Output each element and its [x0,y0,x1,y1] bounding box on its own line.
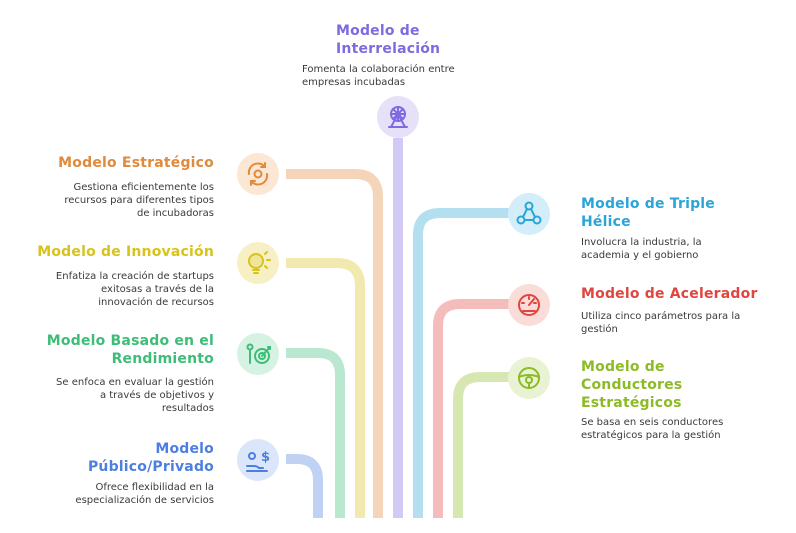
desc-publico: Ofrece flexibilidad en la especializació… [75,481,214,507]
desc-triple-line2: academia y el gobierno [581,250,699,261]
title-estrategico: Modelo Estratégico [58,155,214,171]
title-conductores-line3: Estratégicos [581,395,682,411]
desc-estrategico-line2: recursos para diferentes tipos [64,195,214,206]
gear-cycle-icon [237,153,279,195]
desc-publico-line1: Ofrece flexibilidad en la [95,482,215,493]
desc-innovacion-line2: exitosas a través de la [101,284,214,295]
title-acelerador: Modelo de Acelerador [581,286,758,302]
title-interrelacion-line2: Interrelación [336,41,441,57]
title-triple-line2: Hélice [581,214,631,230]
desc-innovacion: Enfatiza la creación de startups exitosa… [56,270,214,309]
desc-conductores-line2: estratégicos para la gestión [581,430,721,441]
connector-acelerador [433,299,510,518]
desc-triple: Involucra la industria, la academia y el… [581,236,702,262]
desc-conductores-line1: Se basa en seis conductores [581,417,724,428]
connector-triple [413,208,510,518]
connector-conductores [453,372,510,518]
desc-interrelacion-line1: Fomenta la colaboración entre [302,64,455,75]
desc-rendimiento-line1: Se enfoca en evaluar la gestión [56,377,214,388]
lightbulb-icon [237,242,279,284]
connector-estrategico [286,169,383,518]
title-rendimiento-line1: Modelo Basado en el [46,333,214,349]
title-interrelacion-line1: Modelo de [336,23,420,39]
connector-publico [286,454,323,518]
title-conductores: Modelo de Conductores Estratégicos [581,358,682,412]
desc-innovacion-line3: innovación de recursos [98,297,214,308]
svg-text:$: $ [261,450,270,465]
title-triple: Modelo de Triple Hélice [581,195,715,231]
desc-rendimiento-line2: a través de objetivos y [99,390,214,401]
title-triple-line1: Modelo de Triple [581,196,715,212]
desc-rendimiento-line3: resultados [161,403,214,414]
title-rendimiento-line2: Rendimiento [111,351,214,367]
title-conductores-line1: Modelo de [581,359,665,375]
title-publico-line2: Público/Privado [87,459,214,475]
desc-triple-line1: Involucra la industria, la [581,237,702,248]
desc-acelerador-line1: Utiliza cinco parámetros para la [581,311,741,322]
desc-acelerador-line2: gestión [581,324,618,335]
ferris-wheel-icon [377,96,419,138]
steering-wheel-icon [508,357,550,399]
desc-innovacion-line1: Enfatiza la creación de startups [55,271,214,282]
connector-rendimiento [286,348,345,518]
title-innovacion: Modelo de Innovación [37,244,214,260]
network-icon [508,193,550,235]
title-rendimiento: Modelo Basado en el Rendimiento [47,332,214,368]
desc-rendimiento: Se enfoca en evaluar la gestión a través… [56,376,214,415]
title-publico: Modelo Público/Privado [88,440,214,476]
target-person-icon [237,333,279,375]
title-publico-line1: Modelo [155,441,214,457]
money-hand-icon: $ [237,439,279,481]
title-conductores-line2: Conductores [581,377,683,393]
desc-estrategico-line1: Gestiona eficientemente los [73,182,214,193]
desc-interrelacion-line2: empresas incubadas [302,77,406,88]
title-interrelacion: Modelo de Interrelación [336,22,440,58]
speedometer-icon [508,284,550,326]
desc-publico-line2: especialización de servicios [75,495,214,506]
desc-interrelacion: Fomenta la colaboración entre empresas i… [302,63,455,89]
desc-estrategico: Gestiona eficientemente los recursos par… [64,181,214,220]
desc-acelerador: Utiliza cinco parámetros para la gestión [581,310,740,336]
desc-conductores: Se basa en seis conductores estratégicos… [581,416,723,442]
connector-innovacion [286,258,365,518]
desc-estrategico-line3: de incubadoras [136,208,214,219]
